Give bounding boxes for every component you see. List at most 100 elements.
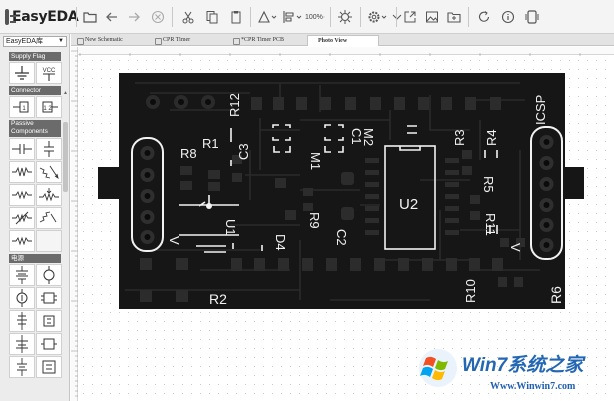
logo-icon [5,9,16,25]
label-icsp: ICSP [533,95,548,125]
toolbar-divider [396,7,397,27]
label-c3: C3 [236,143,251,160]
connector-symbol-2[interactable]: 1 2 [36,96,62,118]
redo-icon[interactable] [126,8,142,26]
ac-source-symbol[interactable] [36,264,62,286]
resistor-symbol[interactable] [9,161,35,183]
paste-icon[interactable] [228,8,244,26]
connector-symbol-1[interactable]: 1 [9,96,35,118]
thermistor-symbol[interactable] [9,207,35,229]
tab-photo-view[interactable]: Photo View [307,35,379,46]
regulator-symbol[interactable] [36,310,62,332]
capacitor-icon [12,144,32,154]
ground-symbol[interactable] [9,62,35,84]
varistor-symbol[interactable] [36,207,62,229]
fuse-symbol[interactable] [9,310,35,332]
supply-module-symbol[interactable] [36,356,62,378]
battery-icon [16,266,28,284]
polarized-capacitor-icon [44,141,54,157]
thermistor-icon [12,211,32,225]
stop-icon[interactable] [150,8,166,26]
library-select[interactable]: EasyEDA库 ▼ [3,36,67,47]
resistor-alt-icon [12,190,32,200]
label-c1: C1 [349,128,364,145]
category-power[interactable]: 电源 [9,254,61,263]
label-r3: R3 [452,129,467,146]
resistor-network-symbol[interactable] [9,230,35,252]
image-icon[interactable] [424,8,440,26]
info-icon[interactable] [500,8,516,26]
align-icon[interactable] [256,8,278,26]
ic-power-symbol[interactable] [36,287,62,309]
zoom-icon[interactable] [336,8,354,26]
category-supply-flag[interactable]: Supply Flag [9,52,61,61]
label-r5: R5 [481,176,496,193]
resistor-alt-symbol[interactable] [9,184,35,206]
copy-icon[interactable] [204,8,220,26]
folder-icon[interactable] [82,8,98,26]
left-header-connector [131,137,164,252]
settings-gear-icon[interactable] [366,8,388,26]
category-passive-components[interactable]: Passive Components [9,120,61,137]
capacitor-symbol[interactable] [9,138,35,160]
tab-cpr-timer-pcb[interactable]: *CPR Timer PCB [231,35,303,46]
label-r10: R10 [463,279,478,303]
toolbar-divider [172,7,173,27]
label-u1: U1 [223,219,238,236]
category-connector[interactable]: Connector [9,86,61,95]
battery-cell-symbol[interactable] [9,356,35,378]
label-r8: R8 [180,146,197,161]
mounting-vias [146,95,215,109]
label-r1: R1 [202,136,219,151]
label-v-right: V [508,243,523,252]
vcc-symbol[interactable]: VCC [36,62,62,84]
scroll-up-icon[interactable]: ▲ [63,90,68,96]
converter-symbol[interactable] [36,333,62,355]
main-toolbar: EasyEDA 100% [0,0,614,34]
library-scrollbar[interactable] [63,122,68,192]
tab-cpr-timer[interactable]: CPR Timer [153,35,225,46]
dc-source-icon [16,289,28,307]
refresh-icon[interactable] [476,8,492,26]
undo-icon[interactable] [104,8,120,26]
connector-icon: 1 [13,101,29,113]
label-u2: U2 [399,196,418,213]
toolbar-divider [250,7,251,27]
tab-new-schematic[interactable]: New Schematic [75,35,147,46]
easyeda-logo[interactable]: EasyEDA [5,5,79,29]
toolbar-divider [468,7,469,27]
cut-icon[interactable] [180,8,196,26]
export-icon[interactable] [402,8,418,26]
pcb-board [98,73,584,309]
converter-icon [41,338,57,350]
label-r2: R2 [209,291,227,307]
label-r12: R12 [227,93,242,117]
windows-logo-icon [419,349,457,387]
solar-cell-icon [16,335,28,353]
ac-source-icon [43,266,55,284]
label-d4: D4 [273,234,288,251]
solar-cell-symbol[interactable] [9,333,35,355]
label-m1: M1 [308,152,323,170]
distribute-icon[interactable] [281,8,303,26]
photo-view-canvas[interactable]: R12 R1 R8 C3 C1 M2 M1 R9 U1 D4 C2 U2 R2 … [79,56,614,401]
empty-symbol-slot[interactable] [36,230,62,252]
resistor-network-icon [12,236,32,246]
board-icon[interactable] [524,8,540,26]
toolbar-divider [360,7,361,27]
zoom-select[interactable]: 100% [305,8,325,26]
variable-resistor-symbol[interactable] [36,161,62,183]
supply-module-icon [42,360,56,374]
open-folder-icon[interactable] [446,8,462,26]
snap-icon[interactable] [390,8,404,26]
watermark: Win7系统之家 Www.Winwin7.com [416,348,614,401]
connector-icon: 1 2 [42,101,58,113]
label-r11: R11 [483,213,498,236]
potentiometer-symbol[interactable] [36,184,62,206]
dc-source-symbol[interactable] [9,287,35,309]
ground-icon [15,66,29,80]
battery-symbol[interactable] [9,264,35,286]
label-r4: R4 [484,129,499,146]
polarized-capacitor-symbol[interactable] [36,138,62,160]
ruler-vertical [71,47,78,401]
